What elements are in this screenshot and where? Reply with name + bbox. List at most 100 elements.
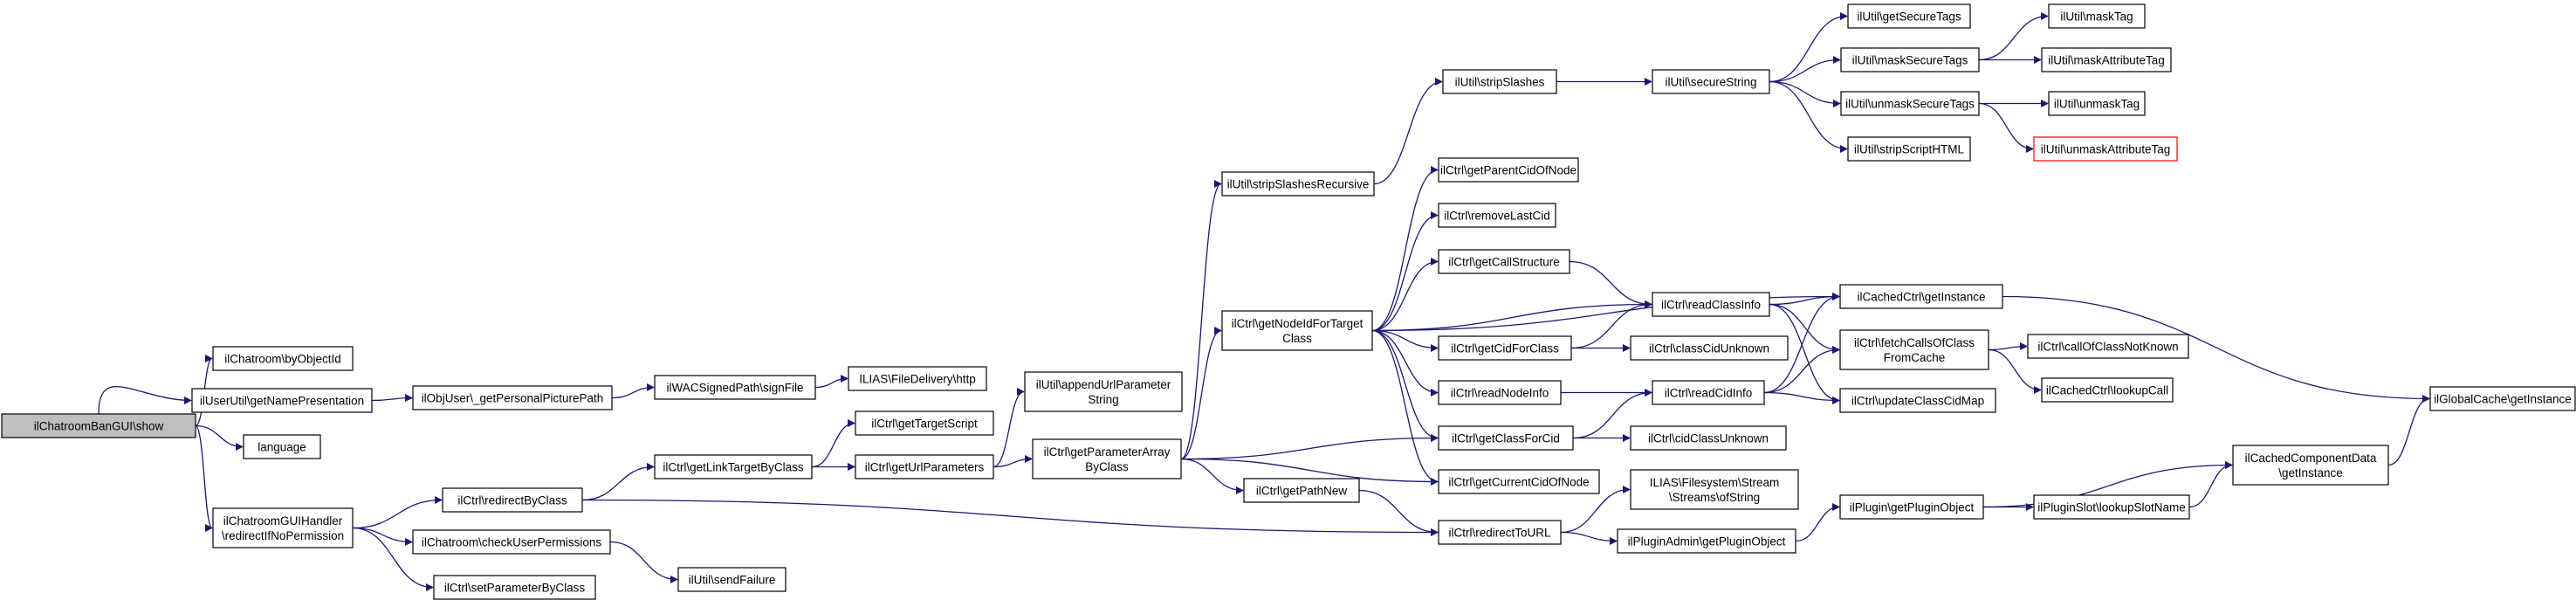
node-ilchatroomguihandler-redirectifnopermission[interactable]: ilChatroomGUIHandler\redirectIfNoPermiss…: [212, 507, 354, 548]
edge-n28-n35: [1560, 531, 1618, 545]
edge-n16-n19: [1180, 458, 1244, 494]
node-language[interactable]: language: [243, 434, 321, 459]
node-ilctrl-updateclasscidmap[interactable]: ilCtrl\updateClassCidMap: [1839, 388, 1996, 413]
node-ilctrl-gettargetscript[interactable]: ilCtrl\getTargetScript: [855, 410, 994, 436]
node-box: [855, 454, 994, 479]
node-box: [1630, 425, 1787, 451]
node-box: [1847, 3, 1971, 29]
edge-n30-n42: [1769, 303, 1840, 404]
node-ilctrl-getcurrentcidofnode[interactable]: ilCtrl\getCurrentCidOfNode: [1438, 469, 1600, 494]
node-box: [1652, 292, 1770, 317]
node-ilutil-unmasktag[interactable]: ilUtil\unmaskTag: [2048, 91, 2146, 116]
node-ilchatroombangui-show[interactable]: ilChatroomBanGUI\show: [1, 413, 196, 438]
node-label: ilUtil\maskSecureTags: [1852, 54, 1968, 67]
node-ilutil-unmaskattributetag[interactable]: ilUtil\unmaskAttributeTag: [2033, 136, 2178, 162]
node-ilctrl-cidclassunknown[interactable]: ilCtrl\cidClassUnknown: [1630, 425, 1787, 451]
edge-n50-n51: [2188, 461, 2233, 508]
node-ilctrl-getcallstructure[interactable]: ilCtrl\getCallStructure: [1438, 249, 1570, 274]
node-box: [855, 410, 994, 436]
node-ilutil-masksecuretags[interactable]: ilUtil\maskSecureTags: [1840, 47, 1980, 72]
node-ilutil-stripslashes[interactable]: ilUtil\stripSlashes: [1442, 69, 1557, 94]
node-ilwacsignedpath-signfile[interactable]: ilWACSignedPath\signFile: [654, 375, 816, 400]
edge-n29-n39: [1769, 80, 1848, 153]
node-box: [1438, 469, 1600, 494]
node-ilutil-maskattributetag[interactable]: ilUtil\maskAttributeTag: [2041, 47, 2172, 72]
node-ilcachedctrl-lookupcall[interactable]: ilCachedCtrl\lookupCall: [2041, 377, 2174, 403]
edge-n32-n42: [1763, 391, 1840, 404]
node-ilctrl-getclassforcid[interactable]: ilCtrl\getClassForCid: [1438, 425, 1574, 451]
node-box: [1438, 335, 1572, 361]
edge-n16-n18: [1180, 327, 1222, 460]
node-ilctrl-setparameterbyclass[interactable]: ilCtrl\setParameterByClass: [433, 575, 596, 600]
node-ilcachedctrl-getinstance[interactable]: ilCachedCtrl\getInstance: [1839, 284, 2003, 309]
node-ilutil-masktag[interactable]: ilUtil\maskTag: [2048, 3, 2146, 29]
edge-n32-n40: [1763, 293, 1840, 394]
node-ilobjuser-getpersonalpicturepath[interactable]: ilObjUser\_getPersonalPicturePath: [412, 385, 613, 410]
node-label: ilCachedCtrl\lookupCall: [2046, 384, 2168, 397]
node-ilctrl-geturlparameters[interactable]: ilCtrl\getUrlParameters: [855, 454, 994, 479]
edge-n41-n49: [1988, 348, 2042, 394]
node-ilctrl-readcidinfo[interactable]: ilCtrl\readCidInfo: [1652, 380, 1765, 405]
node-ilctrl-classcidunknown[interactable]: ilCtrl\classCidUnknown: [1630, 335, 1789, 361]
node-ilias-filedelivery-http[interactable]: ILIAS\FileDelivery\http: [848, 366, 987, 391]
node-ilchatroom-checkuserpermissions[interactable]: ilChatroom\checkUserPermissions: [412, 529, 611, 555]
node-label: \getInstance: [2278, 466, 2343, 479]
node-label: ilCtrl\classCidUnknown: [1649, 342, 1769, 355]
node-ilias-filesystem-stream-streams-ofstring[interactable]: ILIAS\Filesystem\Stream\Streams\ofString: [1630, 469, 1799, 510]
node-ilctrl-redirectbyclass[interactable]: ilCtrl\redirectByClass: [442, 487, 583, 513]
node-ilctrl-removelastcid[interactable]: ilCtrl\removeLastCid: [1438, 203, 1556, 228]
edge-n4-n10: [352, 527, 434, 591]
edge-n18-n30: [1371, 300, 1652, 332]
edge-n29-n38: [1769, 80, 1841, 107]
edge-n16-n17: [1180, 180, 1222, 460]
node-label: ilCtrl\getParameterArray: [1044, 445, 1171, 459]
edge-n8-n12: [581, 463, 655, 501]
node-ilutil-getsecuretags[interactable]: ilUtil\getSecureTags: [1847, 3, 1971, 29]
edge-n19-n28: [1358, 489, 1439, 536]
node-ilctrl-readclassinfo[interactable]: ilCtrl\readClassInfo: [1652, 292, 1770, 317]
node-ilchatroom-byobjectid[interactable]: ilChatroom\byObjectId: [212, 346, 354, 371]
node-box: [191, 388, 373, 413]
node-ilctrl-getcidforclass[interactable]: ilCtrl\getCidForClass: [1438, 335, 1572, 361]
node-ilglobalcache-getinstance[interactable]: ilGlobalCache\getInstance: [2429, 386, 2576, 411]
node-box: [1840, 91, 1980, 116]
edge-n0-n4: [195, 424, 213, 532]
nodes-layer: ilChatroomBanGUI\show ilChatroom\byObject…: [1, 3, 2576, 600]
node-label: ilChatroom\byObjectId: [224, 353, 341, 366]
node-ilcachedcomponentdata-getinstance[interactable]: ilCachedComponentData\getInstance: [2232, 445, 2389, 486]
node-ilutil-sendfailure[interactable]: ilUtil\sendFailure: [677, 567, 787, 592]
node-ilplugin-getpluginobject[interactable]: ilPlugin\getPluginObject: [1839, 494, 1984, 520]
node-ilpluginslot-lookupslotname[interactable]: ilPluginSlot\lookupSlotName: [2033, 494, 2190, 520]
node-label: Class: [1282, 332, 1312, 345]
node-label: ilUtil\sendFailure: [689, 574, 776, 587]
node-label: ilCtrl\redirectByClass: [457, 494, 567, 507]
node-label: \Streams\ofString: [1669, 491, 1760, 504]
node-ilutil-securestring[interactable]: ilUtil\secureString: [1652, 69, 1770, 94]
node-ilctrl-getparentcidofnode[interactable]: ilCtrl\getParentCidOfNode: [1438, 157, 1579, 183]
node-ilutil-unmasksecuretags[interactable]: ilUtil\unmaskSecureTags: [1840, 91, 1980, 116]
edge-n40-n52: [2002, 295, 2430, 403]
node-label: ilUtil\stripSlashesRecursive: [1227, 178, 1370, 191]
node-iluserutil-getnamepresentation[interactable]: ilUserUtil\getNamePresentation: [191, 388, 373, 413]
node-ilctrl-redirecttourl[interactable]: ilCtrl\redirectToURL: [1438, 520, 1562, 545]
node-box: [1438, 157, 1579, 183]
node-label: ilUserUtil\getNamePresentation: [200, 395, 364, 408]
node-ilpluginadmin-getpluginobject[interactable]: ilPluginAdmin\getPluginObject: [1617, 528, 1796, 554]
edge-n29-n37: [1769, 56, 1841, 83]
node-ilutil-stripscripthtml[interactable]: ilUtil\stripScriptHTML: [1847, 136, 1971, 162]
node-label: String: [1088, 393, 1118, 406]
node-ilctrl-readnodeinfo[interactable]: ilCtrl\readNodeInfo: [1438, 380, 1562, 405]
edge-n41-n48: [1988, 342, 2028, 351]
node-ilctrl-getlinktargetbyclass[interactable]: ilCtrl\getLinkTargetByClass: [654, 454, 813, 479]
node-ilctrl-getpathnew[interactable]: ilCtrl\getPathNew: [1243, 478, 1360, 503]
edge-n43-n51: [1982, 461, 2233, 508]
node-ilutil-stripslashesrecursive[interactable]: ilUtil\stripSlashesRecursive: [1221, 171, 1375, 197]
node-ilctrl-callofclassnotknown[interactable]: ilCtrl\callOfClassNotKnown: [2027, 334, 2189, 359]
node-label: ilChatroomGUIHandler: [223, 514, 343, 528]
node-label: ilChatroomBanGUI\show: [34, 420, 164, 433]
node-box: [654, 454, 813, 479]
